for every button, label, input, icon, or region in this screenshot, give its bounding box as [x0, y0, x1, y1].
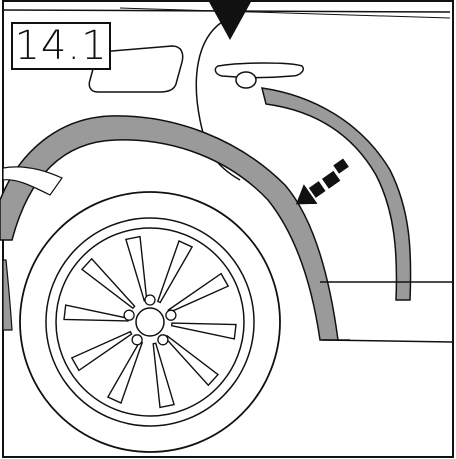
dashed-arrow-icon: [295, 170, 341, 205]
lug-nut: [157, 334, 169, 346]
wheel-spoke: [80, 257, 136, 310]
wheel-spoke: [156, 240, 194, 304]
wheel-spoke: [170, 322, 237, 340]
flare-left-lip: [2, 166, 63, 196]
wheel-spoke: [152, 342, 175, 409]
wheel-arch-trim: [0, 115, 339, 341]
trim-piece: [261, 87, 412, 301]
down-triangle-arrow-icon: [208, 0, 252, 40]
wheel-hub: [135, 307, 165, 337]
lug-nut: [144, 294, 156, 306]
wheel-spoke: [70, 330, 133, 372]
mirror-base: [214, 62, 304, 79]
lug-nut: [165, 309, 177, 321]
step-number-label: 14.1: [11, 22, 111, 70]
lug-nut: [123, 309, 135, 321]
dashed-arrow-trail: [333, 158, 349, 174]
lug-nuts: [123, 294, 177, 346]
mirror-knob: [235, 71, 257, 89]
wheel-spokes: [63, 235, 237, 409]
fender-seam: [195, 21, 241, 181]
flare-lower-left: [2, 259, 13, 331]
wheel-rim: [55, 227, 245, 417]
hood-line-inner: [119, 7, 451, 19]
tire-rim-line: [45, 217, 255, 427]
lug-nut: [131, 334, 143, 346]
